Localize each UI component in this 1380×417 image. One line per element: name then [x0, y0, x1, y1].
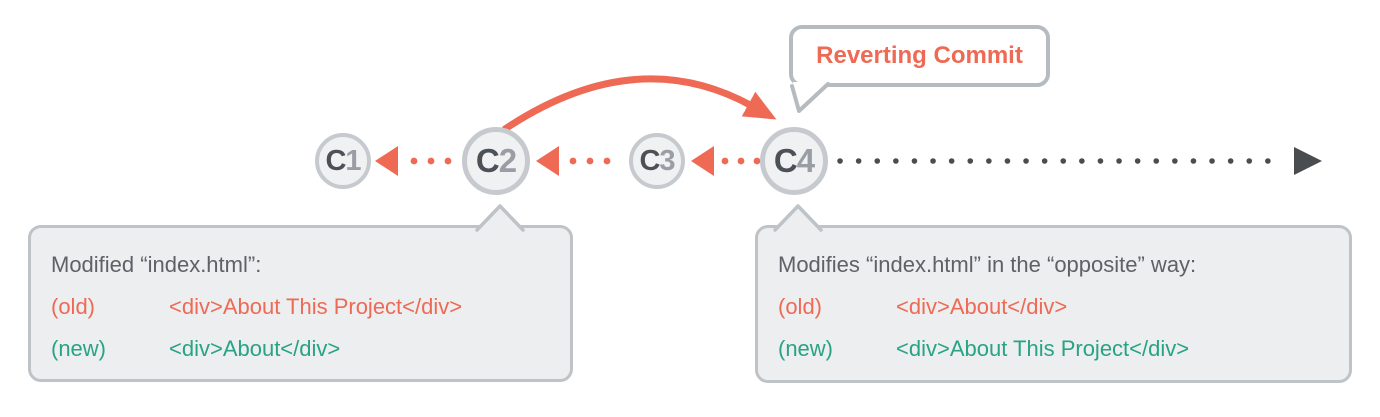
commit-letter: C — [325, 144, 346, 177]
callout-c4-new-line: (new) <div>About This Project</div> — [778, 328, 1329, 370]
parent-arrow-c2-to-c1 — [375, 146, 452, 176]
new-label: (new) — [778, 336, 834, 361]
timeline-dotted-arrow — [837, 147, 1322, 175]
reverting-commit-bubble: Reverting Commit — [789, 25, 1050, 87]
revert-curve-arrow — [501, 75, 777, 133]
commit-number: 1 — [345, 144, 361, 177]
callout-c4-diff: Modifies “index.html” in the “opposite” … — [755, 225, 1352, 383]
reverting-commit-label: Reverting Commit — [816, 42, 1023, 69]
new-label: (new) — [51, 336, 107, 361]
callout-c2-old-line: (old) <div>About This Project</div> — [51, 286, 550, 328]
callout-c4-title: Modifies “index.html” in the “opposite” … — [778, 252, 1197, 277]
callout-c2-diff: Modified “index.html”: (old) <div>About … — [28, 225, 573, 382]
callout-c2-new-line: (new) <div>About</div> — [51, 328, 550, 370]
callout-c2-title: Modified “index.html”: — [51, 252, 262, 277]
parent-arrow-c3-to-c2 — [536, 146, 611, 176]
new-code: <div>About This Project</div> — [896, 336, 1190, 361]
commit-letter: C — [639, 144, 660, 177]
commit-number: 4 — [796, 142, 815, 179]
old-label: (old) — [51, 294, 96, 319]
old-code: <div>About</div> — [896, 294, 1068, 319]
commit-number: 2 — [498, 142, 517, 179]
callout-c4-old-line: (old) <div>About</div> — [778, 286, 1329, 328]
old-label: (old) — [778, 294, 823, 319]
commit-letter: C — [773, 142, 798, 179]
old-code: <div>About This Project</div> — [169, 294, 463, 319]
new-code: <div>About</div> — [169, 336, 341, 361]
commit-letter: C — [475, 142, 500, 179]
commit-number: 3 — [659, 144, 675, 177]
parent-arrow-c4-to-c3 — [691, 146, 761, 176]
